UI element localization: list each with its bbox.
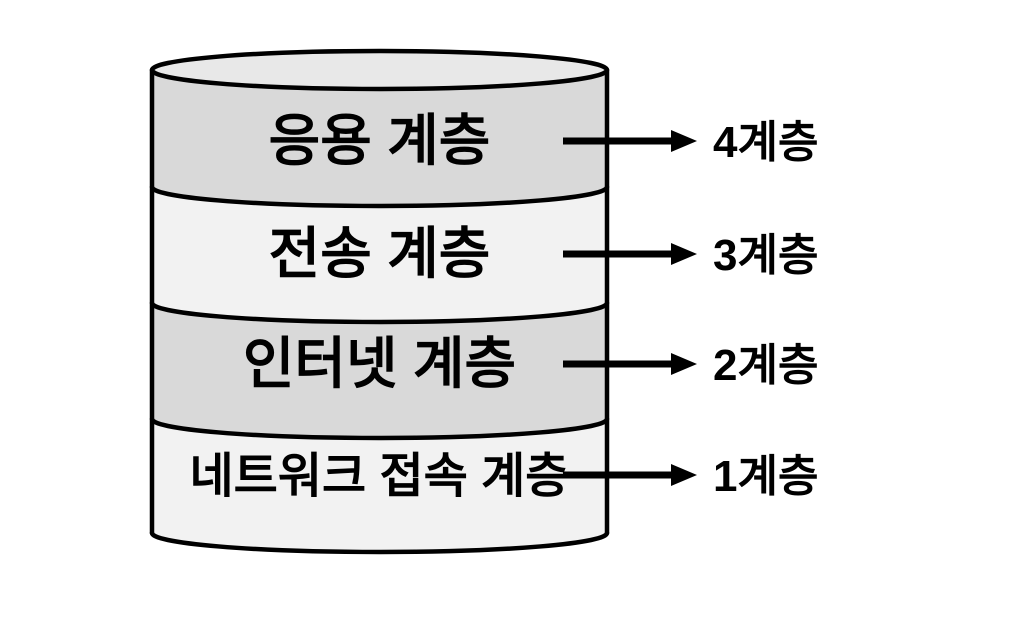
arrow-head-icon [671,464,697,486]
separator-arc-1 [149,184,610,209]
arrow-layer-2 [563,353,697,375]
network-access-layer-band [152,419,607,552]
separator-arc-3 [149,416,610,441]
side-label-layer-1: 1계층 [713,452,818,501]
application-layer-band [152,70,607,206]
arrow-layer-3 [563,243,697,265]
arrow-layer-1 [563,464,697,486]
network-access-layer-label: 네트워크 접속 계층 [190,450,570,503]
cylinder-lid [149,48,610,92]
cylinder-bottom-arc [149,530,610,555]
arrow-layer-4 [563,130,697,152]
arrow-head-icon [671,130,697,152]
side-label-layer-2: 2계층 [713,341,818,390]
application-layer-label: 응용 계층 [269,109,491,172]
arrow-head-icon [671,353,697,375]
transport-layer-band [152,187,607,322]
transport-layer-label: 전송 계층 [269,222,491,285]
separator-arc-2 [149,300,610,325]
side-label-layer-4: 4계층 [713,118,818,167]
side-label-layer-3: 3계층 [713,231,818,280]
internet-layer-label: 인터넷 계층 [243,332,516,395]
internet-layer-band [152,303,607,438]
arrow-head-icon [671,243,697,265]
